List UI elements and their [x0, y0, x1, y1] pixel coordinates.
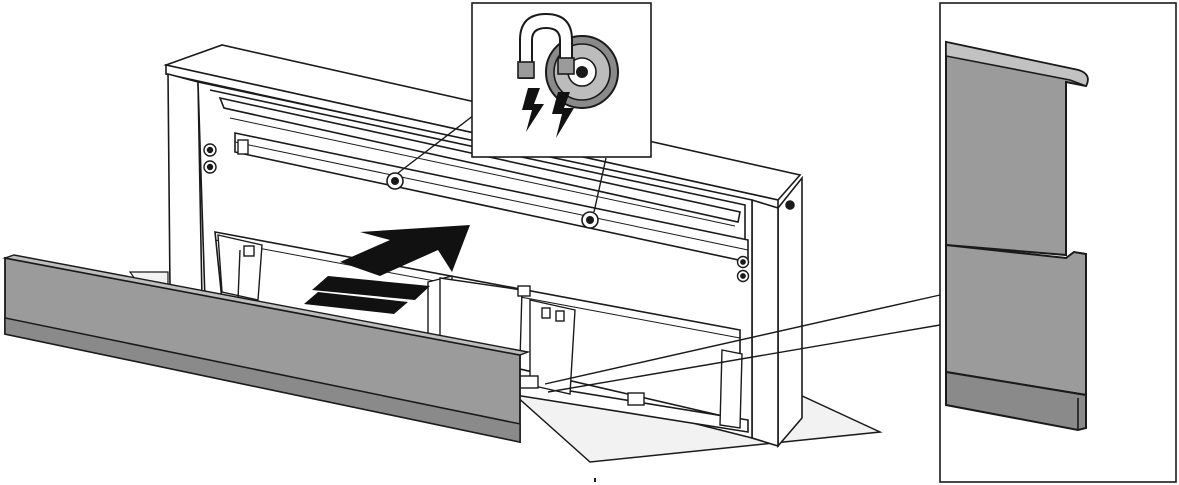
- magnet-detail-callout: [471, 2, 652, 158]
- callout-leaders: [397, 111, 941, 393]
- edge-detail-callout: [939, 2, 1177, 483]
- attraction-bolt-icon: [522, 88, 574, 138]
- mark: [594, 478, 596, 482]
- magnet-disc-icon: [545, 35, 619, 109]
- frame-screws: [203, 139, 750, 283]
- magnet-icon: [517, 12, 575, 79]
- push-direction-arrow: [304, 225, 470, 314]
- magnet-points: [386, 172, 599, 229]
- front-panel: [2, 254, 531, 444]
